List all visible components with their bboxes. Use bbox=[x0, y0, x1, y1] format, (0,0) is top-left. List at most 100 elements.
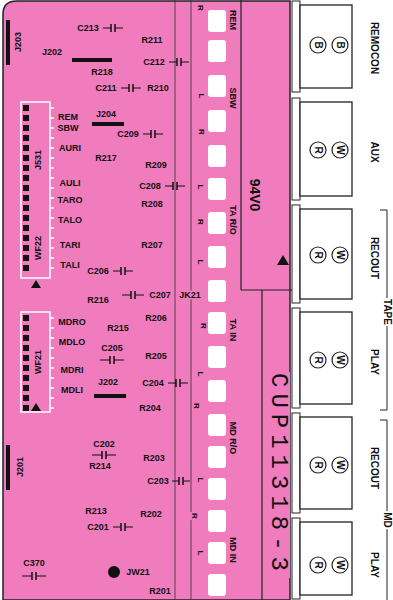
silkscreen-label: CUP11318-3 bbox=[266, 372, 290, 578]
jumper-bar bbox=[92, 122, 124, 126]
jack-label: R bbox=[313, 250, 323, 259]
trace-line bbox=[50, 177, 54, 179]
jack-circle bbox=[310, 142, 326, 158]
solder-pad bbox=[208, 178, 226, 200]
silkscreen-label: R202 bbox=[139, 510, 163, 519]
silkscreen-label: TARO bbox=[57, 196, 84, 205]
connector-pin bbox=[23, 315, 29, 321]
bracket bbox=[380, 420, 387, 421]
silkscreen-label: J201 bbox=[16, 456, 25, 478]
silkscreen-label: TA IN bbox=[228, 318, 237, 343]
connector-pin bbox=[23, 395, 29, 401]
board-line bbox=[240, 0, 241, 290]
connector-pin bbox=[23, 205, 29, 211]
silkscreen-label: R208 bbox=[140, 200, 164, 209]
connector-pin bbox=[23, 215, 29, 221]
connector-pin bbox=[23, 195, 29, 201]
trace-line bbox=[191, 0, 192, 600]
jack-label: RECOUT bbox=[369, 236, 379, 280]
jack-circle bbox=[332, 247, 348, 263]
silkscreen-label: R210 bbox=[146, 84, 170, 93]
rca-jack bbox=[292, 205, 352, 303]
silkscreen-label: L bbox=[196, 184, 204, 191]
jumper-bar bbox=[6, 445, 10, 490]
jack-label: TAPE bbox=[382, 298, 392, 326]
trace-line bbox=[50, 407, 54, 409]
silkscreen-label: MDLO bbox=[58, 338, 87, 347]
jack-label: AUX bbox=[369, 140, 379, 163]
trace-line bbox=[50, 337, 54, 339]
jack-label: W bbox=[335, 459, 345, 470]
capacitor-symbol bbox=[172, 477, 190, 485]
silkscreen-label: TALI bbox=[59, 261, 80, 270]
connector-pin bbox=[23, 375, 29, 381]
jack-label: RECOUT bbox=[369, 446, 379, 490]
trace-line bbox=[50, 247, 54, 249]
jack-circle bbox=[332, 557, 348, 573]
capacitor-symbol bbox=[168, 379, 188, 387]
trace-line bbox=[50, 227, 54, 229]
trace-line bbox=[50, 157, 54, 159]
capacitor-symbol bbox=[122, 291, 144, 299]
trace-line bbox=[50, 347, 54, 349]
silkscreen-label: J531 bbox=[34, 149, 43, 171]
capacitor-symbol bbox=[103, 24, 123, 32]
jack-circle bbox=[310, 352, 326, 368]
trace-line bbox=[50, 327, 54, 329]
capacitor-symbol bbox=[169, 58, 189, 66]
capacitor-symbol bbox=[92, 451, 116, 459]
silkscreen-label: R215 bbox=[106, 324, 130, 333]
silkscreen-label: C213 bbox=[76, 24, 100, 33]
silkscreen-label: REM bbox=[228, 9, 237, 31]
jack-label: W bbox=[335, 559, 345, 570]
trace-line bbox=[50, 387, 54, 389]
jumper-bar bbox=[72, 58, 112, 62]
jack-circle bbox=[332, 142, 348, 158]
trace-line bbox=[50, 167, 54, 169]
trace-line bbox=[50, 267, 54, 269]
solder-pad bbox=[208, 414, 226, 436]
connector-outline bbox=[21, 312, 50, 412]
silkscreen-label: AULI bbox=[59, 179, 82, 188]
solder-pad bbox=[208, 246, 226, 268]
solder-pad bbox=[208, 212, 226, 234]
silkscreen-label: C205 bbox=[100, 344, 124, 353]
silkscreen-label: R205 bbox=[144, 352, 168, 361]
jumper-bar bbox=[6, 20, 10, 65]
connector-pin bbox=[23, 405, 29, 411]
rca-jack bbox=[292, 1, 352, 92]
connector-pin bbox=[23, 165, 29, 171]
trace-line bbox=[50, 117, 54, 119]
rca-jack bbox=[292, 98, 352, 200]
silkscreen-label: SBW bbox=[57, 124, 80, 133]
solder-pad bbox=[208, 346, 226, 368]
silkscreen-label: MDLI bbox=[60, 386, 84, 395]
connector-pin bbox=[23, 355, 29, 361]
solder-pad bbox=[208, 380, 226, 402]
warning-marker bbox=[277, 255, 289, 265]
jack-label: B bbox=[335, 40, 345, 49]
trace-line bbox=[175, 0, 176, 600]
silkscreen-label: R217 bbox=[94, 154, 118, 163]
bracket bbox=[387, 420, 388, 600]
silkscreen-label: J203 bbox=[14, 31, 23, 53]
connector-pin bbox=[23, 175, 29, 181]
silkscreen-label: TA R/O bbox=[228, 204, 237, 236]
jack-label: W bbox=[335, 354, 345, 365]
solder-pad bbox=[208, 75, 226, 97]
silkscreen-label: R207 bbox=[140, 241, 164, 250]
capacitor-symbol bbox=[165, 182, 185, 190]
connector-pin bbox=[23, 265, 29, 271]
silkscreen-label: C206 bbox=[86, 267, 110, 276]
silkscreen-label: J202 bbox=[41, 48, 63, 57]
silkscreen-label: J204 bbox=[95, 110, 117, 119]
silkscreen-label: TALO bbox=[57, 216, 83, 225]
silkscreen-label: R209 bbox=[144, 161, 168, 170]
connector-pin bbox=[23, 125, 29, 131]
silkscreen-label: L bbox=[196, 550, 204, 557]
jack-circle bbox=[310, 557, 326, 573]
silkscreen-label: L bbox=[196, 371, 204, 378]
connector-pin bbox=[23, 135, 29, 141]
silkscreen-label: C212 bbox=[142, 58, 166, 67]
